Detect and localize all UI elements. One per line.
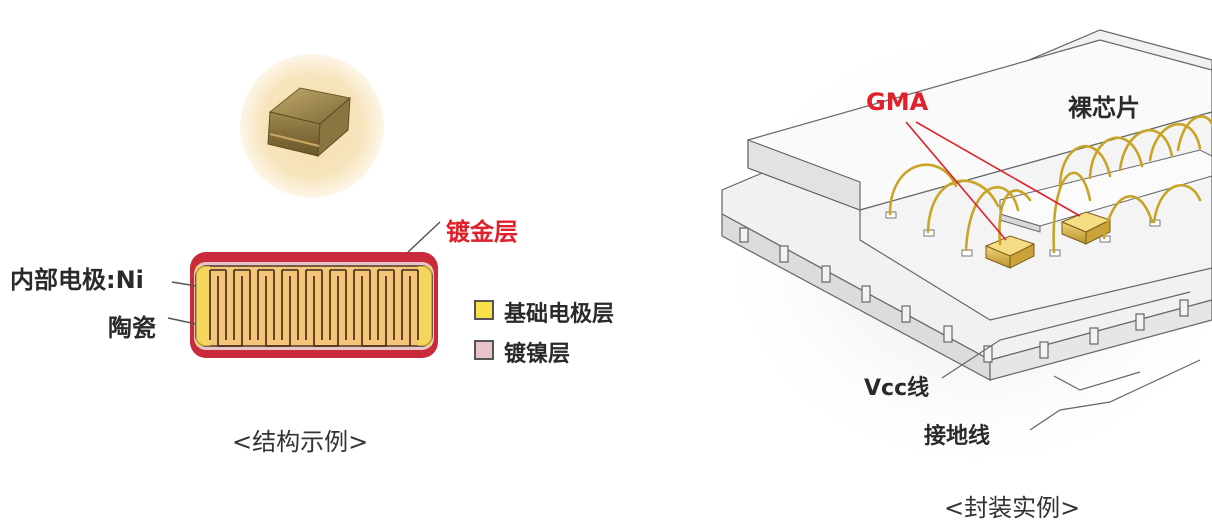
gma-component bbox=[984, 235, 1036, 269]
component-photo bbox=[240, 54, 384, 198]
bonding-wires bbox=[888, 115, 1212, 254]
legend-label-nickel-plating: 镀镍层 bbox=[504, 342, 571, 367]
inner-electrode-label: 内部电极:Ni bbox=[10, 266, 144, 294]
ground-line-label: 接地线 bbox=[924, 424, 991, 449]
gold-plating-label: 镀金层 bbox=[446, 218, 518, 246]
legend-swatch-nickel-plating bbox=[474, 340, 494, 360]
package-illustration bbox=[710, 20, 1212, 480]
gma-label: GMA bbox=[866, 88, 929, 116]
package-caption: <封装实例> bbox=[944, 494, 1081, 522]
ceramic-label: 陶瓷 bbox=[108, 314, 156, 342]
legend-swatch-base-electrode bbox=[474, 300, 494, 320]
gma-callout-lines bbox=[905, 121, 1081, 241]
gma-component bbox=[1060, 211, 1112, 245]
inner-electrodes bbox=[209, 269, 419, 347]
cross-section bbox=[167, 221, 441, 358]
bare-chip-label: 裸芯片 bbox=[1068, 94, 1140, 122]
legend-label-base-electrode: 基础电极层 bbox=[504, 302, 615, 327]
structure-caption: <结构示例> bbox=[232, 428, 369, 456]
vcc-line-label: Vcc线 bbox=[864, 376, 930, 401]
